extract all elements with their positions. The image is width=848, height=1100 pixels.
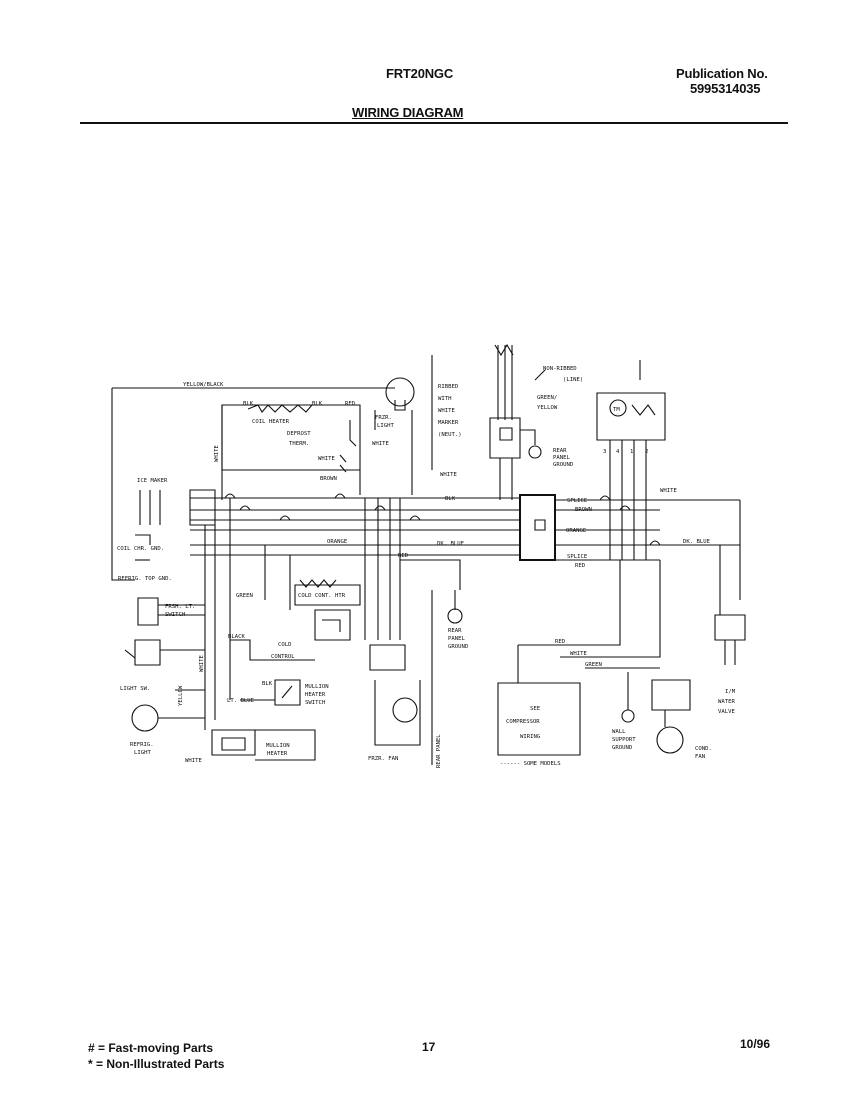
publication-label: Publication No. [676, 66, 768, 81]
label-im-3: VALVE [718, 709, 735, 715]
label-cond-1: COND. [695, 746, 712, 752]
label-frsh-1: FRSH. LT. [165, 604, 195, 610]
model-number: FRT20NGC [386, 66, 454, 81]
label-blk-1: BLK [243, 401, 254, 407]
label-wall-1: WALL [612, 729, 626, 735]
label-green-yellow-1: GREEN/ [537, 395, 557, 401]
label-wall-2: SUPPORT [612, 737, 636, 743]
label-green-yellow-2: YELLOW [537, 405, 558, 411]
label-white-word: WHITE [438, 408, 455, 414]
label-blk-4: BLK [262, 681, 273, 687]
legend-fast-moving: # = Fast-moving Parts [88, 1041, 214, 1055]
label-ground-2: GROUND [448, 644, 469, 650]
publication-number: 5995314035 [690, 81, 761, 96]
label-refrig-1: REFRIG. [130, 742, 154, 748]
label-defrost: DEFROST [287, 431, 311, 437]
label-dk-blue-2: DK. BLUE [683, 539, 711, 545]
label-rear-1: REAR [553, 448, 567, 454]
diagram-labels: YELLOW/BLACK BLK BLK RED COIL HEATER DEF… [117, 366, 736, 768]
label-ice-maker: ICE MAKER [137, 478, 168, 484]
label-terminal-1: 1 [630, 449, 633, 455]
label-mullion-1: MULLION [266, 743, 290, 749]
label-blk-3: BLK [445, 496, 456, 502]
label-refrig-top: REFRIG. TOP GND. [118, 576, 172, 582]
page-title: WIRING DIAGRAM [352, 105, 464, 120]
label-im-2: WATER [718, 699, 735, 705]
label-white-8: WHITE [185, 758, 202, 764]
legend-non-illustrated: * = Non-Illustrated Parts [88, 1057, 225, 1071]
label-red-4: RED [555, 639, 566, 645]
label-rear-2: REAR [448, 628, 462, 634]
label-orange-1: ORANGE [327, 539, 348, 545]
label-brown-2: BROWN [575, 507, 592, 513]
label-wiring: WIRING [520, 734, 541, 740]
label-brown-1: BROWN [320, 476, 337, 482]
label-see: SEE [530, 706, 541, 712]
label-ribbed: RIBBED [438, 384, 459, 390]
label-tm: TM [613, 407, 620, 413]
label-orange-2: ORANGE [566, 528, 587, 534]
label-compressor: COMPRESSOR [506, 719, 540, 725]
label-red-2: RED [398, 553, 409, 559]
label-cond-2: FAN [695, 754, 705, 760]
label-lt-blue: LT. BLUE [227, 698, 255, 704]
label-panel-1: PANEL [553, 455, 570, 461]
label-non-ribbed: NON-RIBBED [543, 366, 577, 372]
label-white-3: WHITE [372, 441, 389, 447]
label-splice-2: SPLICE [567, 554, 588, 560]
label-line: (LINE) [563, 377, 583, 383]
label-cold-1: COLD [278, 642, 292, 648]
label-ground-1: GROUND [553, 462, 574, 468]
label-light-1: LIGHT [377, 423, 394, 429]
label-panel-2: PANEL [448, 636, 465, 642]
label-with: WITH [438, 396, 451, 402]
label-cold-cont: COLD CONT. HTR [298, 593, 346, 599]
label-marker: MARKER [438, 420, 459, 426]
label-terminal-2: 2 [645, 449, 648, 455]
label-frzr-fan: FRZR. FAN [368, 756, 398, 762]
label-coil-heater: COIL HEATER [252, 419, 290, 425]
label-yellow-black: YELLOW/BLACK [183, 382, 224, 388]
label-terminal-4: 4 [616, 449, 620, 455]
label-control-1: CONTROL [271, 654, 295, 660]
label-frzr: FRZR. [375, 415, 392, 421]
label-im-1: I/M [725, 689, 736, 695]
label-light-sw: LIGHT SW. [120, 686, 150, 692]
label-some-models: ------ SOME MODELS [500, 761, 561, 767]
label-white-5: WHITE [660, 488, 677, 494]
label-red-1: RED [345, 401, 356, 407]
label-therm: THERM. [289, 441, 309, 447]
label-wall-3: GROUND [612, 745, 633, 751]
label-splice-1: SPLICE [567, 498, 588, 504]
label-neut: (NEUT.) [438, 432, 462, 438]
label-mullion-2: HEATER [267, 751, 288, 757]
label-white-4: WHITE [440, 472, 457, 478]
label-yellow-1: YELLOW [178, 685, 184, 706]
wires [111, 343, 746, 765]
label-white-2: WHITE [214, 445, 220, 462]
label-terminal-3: 3 [603, 449, 606, 455]
label-rear-panel: REAR PANEL [436, 734, 442, 768]
label-green-2: GREEN [585, 662, 602, 668]
label-red-3: RED [575, 563, 586, 569]
label-mullion-sw-1: MULLION [305, 684, 329, 690]
label-refrig-2: LIGHT [134, 750, 151, 756]
label-coil-chr: COIL CHR. GND. [117, 546, 164, 552]
label-mullion-sw-2: HEATER [305, 692, 326, 698]
label-white-6: WHITE [570, 651, 587, 657]
label-green-1: GREEN [236, 593, 253, 599]
header-rule [80, 122, 788, 124]
label-white-7: WHITE [199, 655, 205, 672]
label-white-1: WHITE [318, 456, 335, 462]
label-frsh-2: SWITCH [165, 612, 185, 618]
label-blk-2: BLK [312, 401, 323, 407]
label-dk-blue-1: DK. BLUE [437, 541, 465, 547]
label-black-1: BLACK [228, 634, 245, 640]
page-number: 17 [422, 1040, 436, 1054]
label-mullion-sw-3: SWITCH [305, 700, 325, 706]
publication-date: 10/96 [740, 1037, 771, 1051]
